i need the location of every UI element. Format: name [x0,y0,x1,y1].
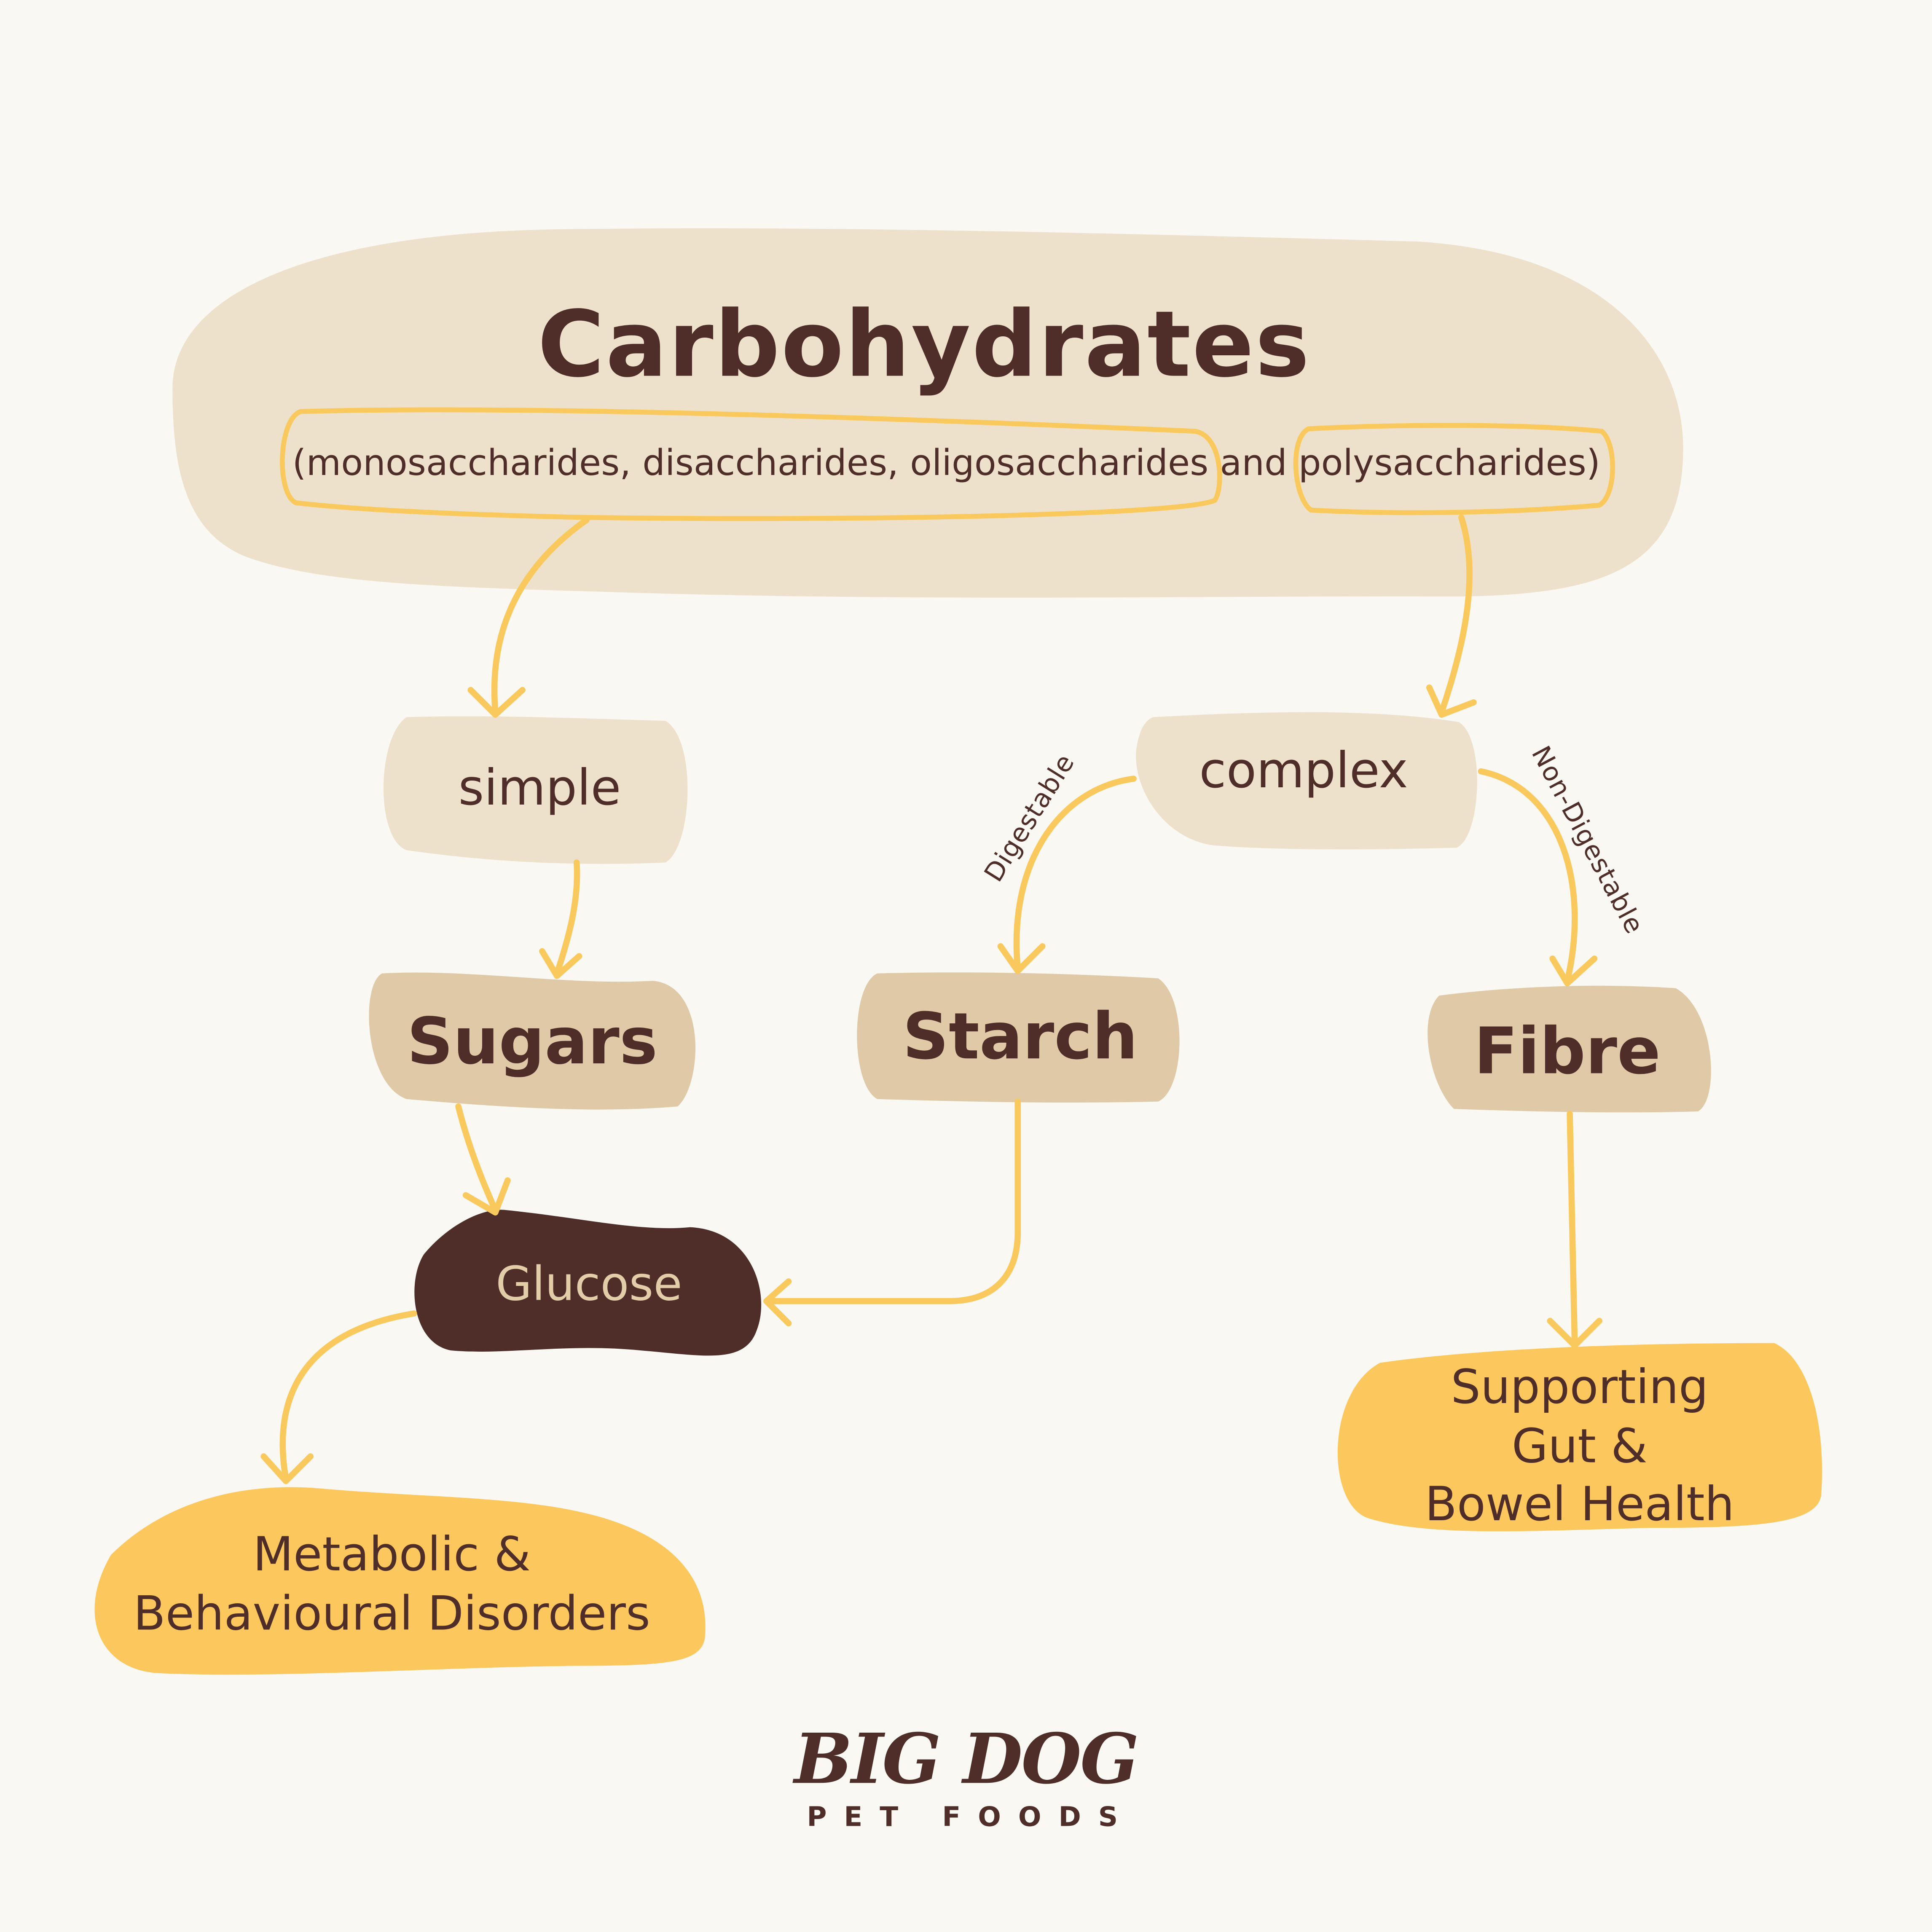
node-complex: complex [1199,743,1408,800]
starch-blob [857,972,1180,1103]
subtitle-simple-group: monosaccharides, disaccharides, oligosac… [306,442,1209,484]
arrowhead-complex [1426,684,1477,718]
subtitle: (monosaccharides, disaccharides, oligosa… [292,445,1600,481]
node-sugars: Sugars [407,1005,658,1079]
arrow-carbs-to-complex [1438,514,1473,716]
sugars-blob [369,972,695,1110]
header-blob [172,228,1683,598]
outcome-metabolic: Metabolic & Behavioural Disorders [133,1527,650,1640]
arrowhead-glucose-right [763,1278,792,1327]
arrowhead-metabolic [260,1453,314,1484]
subtitle-open-paren: ( [292,442,306,484]
page-title: Carbohydrates [537,292,1311,398]
subtitle-close-paren: ) [1586,442,1600,484]
arrow-carbs-to-simple [491,517,590,716]
node-simple: simple [458,760,621,817]
simple-blob [383,716,688,864]
arrow-fibre-to-gut [1567,1111,1578,1346]
arrowhead-simple [467,687,526,718]
complex-group-outline [1293,423,1615,515]
arrowhead-gut [1547,1318,1603,1349]
subtitle-complex-group: polysaccharides [1298,442,1586,484]
arrow-starch-to-glucose [765,1098,1021,1304]
complex-blob [1136,712,1477,850]
fibre-blob [1428,985,1711,1113]
simple-group-outline [280,407,1222,521]
brand-logo-tagline: PET FOODS [807,1803,1135,1834]
arrowhead-sugars [539,948,582,979]
arrow-simple-to-sugars [554,859,580,977]
arrow-complex-to-fibre [1478,768,1578,984]
outcome-gut: Supporting Gut & Bowel Health [1425,1360,1735,1532]
metabolic-blob [94,1487,706,1675]
gut-blob [1337,1343,1822,1532]
brand-logo-name: BIG DOG [794,1719,1139,1801]
arrowhead-glucose-top [462,1177,511,1216]
node-starch: Starch [902,1000,1138,1075]
arrowhead-fibre [1549,955,1598,987]
arrow-sugars-to-glucose [455,1103,499,1213]
arrow-complex-to-starch [1013,775,1137,972]
subtitle-connector: and [1220,442,1287,484]
glucose-blob [414,1210,762,1356]
arrow-glucose-to-metabolic [279,1310,417,1482]
arrowhead-starch [997,943,1046,974]
node-fibre: Fibre [1474,1015,1661,1089]
node-glucose: Glucose [496,1256,682,1311]
